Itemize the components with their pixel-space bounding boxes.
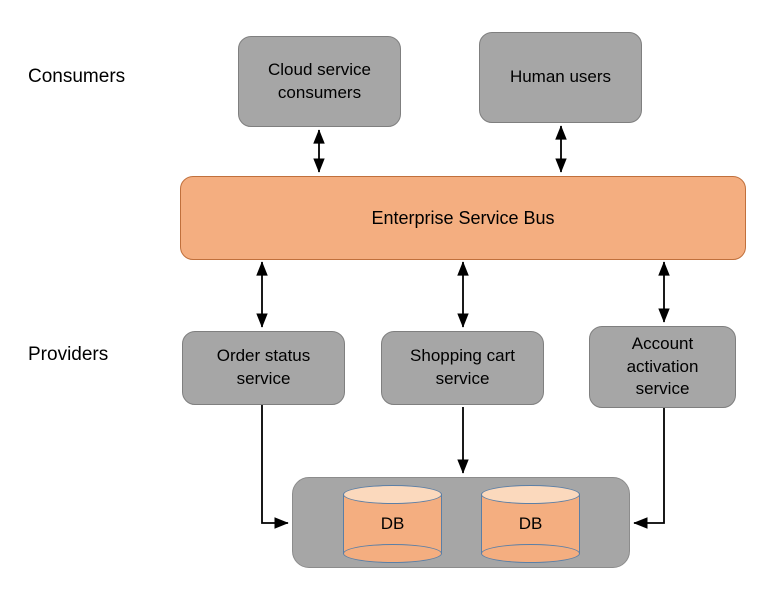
cylinder-top-ellipse — [343, 485, 442, 504]
node-account-activation-service[interactable]: Account activation service — [589, 326, 736, 408]
cylinder-bottom-ellipse — [343, 544, 442, 563]
row-label-consumers: Consumers — [28, 66, 126, 87]
node-enterprise-service-bus[interactable]: Enterprise Service Bus — [180, 176, 746, 260]
cylinder-bottom-ellipse — [481, 544, 580, 563]
row-label-providers: Providers — [28, 344, 109, 365]
database-cylinder-left[interactable]: DB — [343, 485, 442, 563]
cylinder-top-ellipse — [481, 485, 580, 504]
connector-order-status-to-database — [261, 405, 289, 529]
database-label: DB — [380, 514, 405, 533]
node-human-users[interactable]: Human users — [479, 32, 642, 123]
node-cloud-service-consumers[interactable]: Cloud service consumers — [238, 36, 401, 127]
node-shopping-cart-service[interactable]: Shopping cart service — [381, 331, 544, 405]
database-cylinder-right[interactable]: DB — [481, 485, 580, 563]
database-label: DB — [518, 514, 543, 533]
node-order-status-service[interactable]: Order status service — [182, 331, 345, 405]
node-database-group[interactable]: DB DB — [292, 477, 630, 568]
connector-account-activation-to-database — [633, 407, 665, 529]
